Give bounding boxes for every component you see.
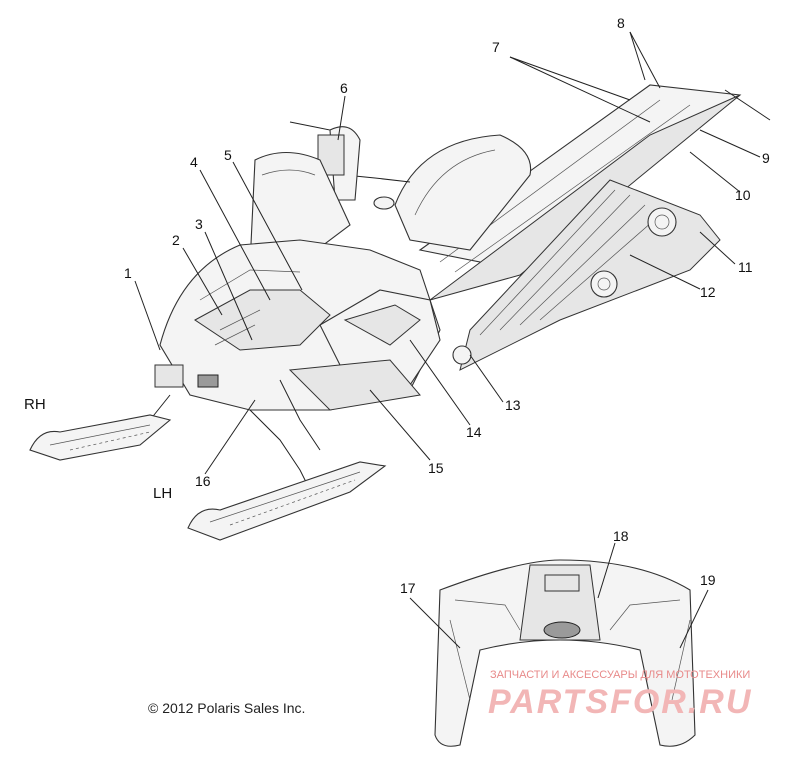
callout-1: 1: [124, 265, 132, 281]
callout-9: 9: [762, 150, 770, 166]
watermark-subtitle: ЗАПЧАСТИ И АКСЕССУАРЫ ДЛЯ МОТОТЕХНИКИ: [490, 669, 750, 681]
hood-illustration: [434, 559, 696, 747]
callout-labels: 1 2 3 4 5 6 7 8 9 10 11 12 13 14 15 16 1…: [124, 15, 770, 596]
side-label-rh: RH: [24, 396, 46, 413]
callout-8: 8: [617, 15, 625, 31]
watermark-brand: PARTSFOR.RU: [488, 683, 752, 721]
callout-13: 13: [505, 397, 521, 413]
callout-16: 16: [195, 473, 211, 489]
callout-6: 6: [340, 80, 348, 96]
side-label-lh: LH: [153, 485, 172, 502]
callout-4: 4: [190, 154, 198, 170]
watermark: ЗАПЧАСТИ И АКСЕССУАРЫ ДЛЯ МОТОТЕХНИКИ PA…: [488, 669, 752, 721]
callout-19: 19: [700, 572, 716, 588]
callout-17: 17: [400, 580, 416, 596]
callout-12: 12: [700, 284, 716, 300]
callout-7: 7: [492, 39, 500, 55]
leader-lines: [134, 31, 761, 649]
callout-15: 15: [428, 460, 444, 476]
callout-5: 5: [224, 147, 232, 163]
snowmobile-illustration: [29, 84, 771, 541]
callout-10: 10: [735, 187, 751, 203]
callout-18: 18: [613, 528, 629, 544]
callout-2: 2: [172, 232, 180, 248]
copyright-text: © 2012 Polaris Sales Inc.: [148, 700, 305, 716]
callout-11: 11: [738, 259, 753, 275]
callout-3: 3: [195, 216, 203, 232]
callout-14: 14: [466, 424, 482, 440]
